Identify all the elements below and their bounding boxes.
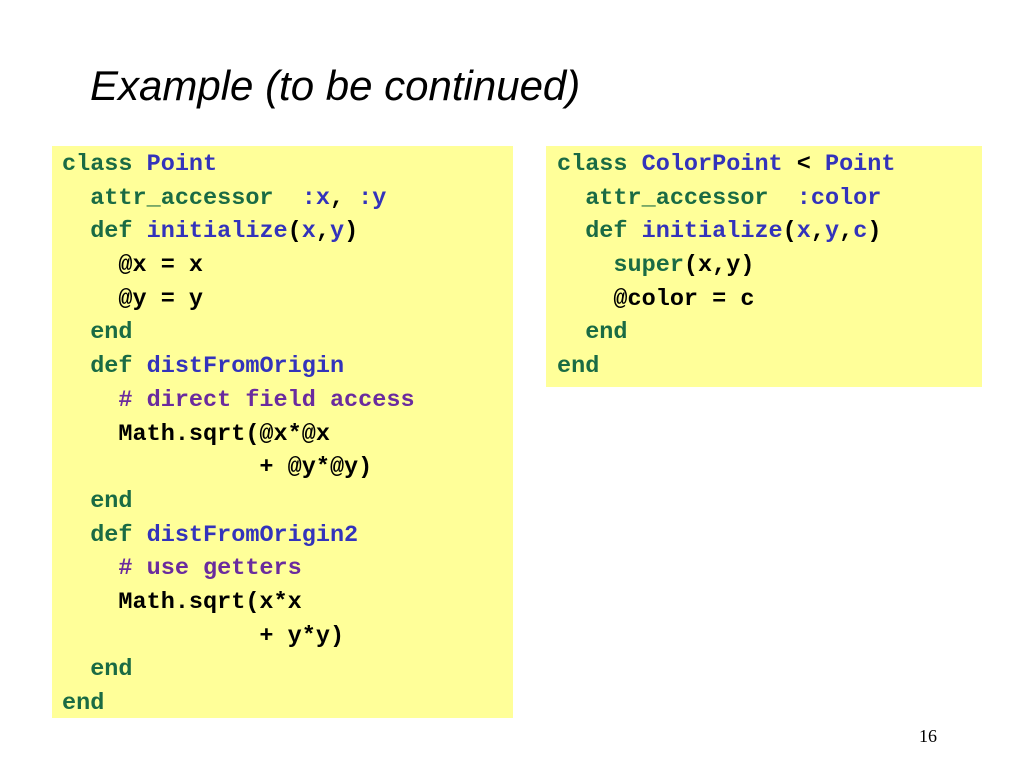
code-token-plain: @y = y xyxy=(62,285,204,313)
code-token-keyword: def xyxy=(62,521,147,549)
code-line: end xyxy=(62,316,513,350)
code-token-name: x xyxy=(301,218,316,246)
code-token-keyword: class xyxy=(62,151,147,178)
code-line: end xyxy=(62,687,513,721)
code-token-name: y xyxy=(824,218,840,246)
code-token-plain: ) xyxy=(867,218,882,246)
code-token-name: x xyxy=(796,218,811,246)
code-line: attr_accessor :color xyxy=(557,182,982,216)
code-token-name: :x xyxy=(287,184,330,212)
code-token-keyword: attr_accessor xyxy=(557,184,783,212)
code-token-keyword: end xyxy=(62,319,133,347)
code-token-keyword: end xyxy=(557,353,600,381)
code-line: Math.sqrt(x*x xyxy=(62,586,513,620)
code-token-plain: , xyxy=(315,218,330,246)
code-line: def distFromOrigin2 xyxy=(62,519,513,553)
code-token-keyword: end xyxy=(62,487,133,515)
code-line: + y*y) xyxy=(62,620,513,654)
slide-title: Example (to be continued) xyxy=(90,62,581,109)
code-token-plain: , xyxy=(839,218,854,246)
code-line: def distFromOrigin xyxy=(62,350,513,384)
code-token-plain: , xyxy=(329,184,359,212)
code-token-name: distFromOrigin2 xyxy=(146,521,359,549)
code-token-plain: ( xyxy=(782,218,797,246)
code-line: end xyxy=(557,316,982,350)
code-line: Math.sqrt(@x*@x xyxy=(62,418,513,452)
code-token-keyword: def xyxy=(62,353,147,381)
code-token-comment: # use getters xyxy=(62,555,302,583)
code-token-plain: + @y*@y) xyxy=(62,454,373,482)
code-token-plain: , xyxy=(810,218,825,246)
code-token-plain: < xyxy=(782,151,825,178)
code-token-name: :color xyxy=(782,184,882,212)
code-line: @x = x xyxy=(62,249,513,283)
code-line: end xyxy=(557,350,982,384)
code-token-plain: Math.sqrt(@x*@x xyxy=(62,420,330,448)
code-line: def initialize(x,y) xyxy=(62,215,513,249)
code-line: super(x,y) xyxy=(557,249,982,283)
code-line: end xyxy=(62,485,513,519)
code-line: + @y*@y) xyxy=(62,451,513,485)
code-token-keyword: def xyxy=(557,218,642,246)
code-token-keyword: end xyxy=(557,319,628,347)
code-token-keyword: end xyxy=(62,656,133,684)
code-token-name: ColorPoint xyxy=(641,151,783,178)
code-token-keyword: end xyxy=(62,690,105,717)
code-token-name: distFromOrigin xyxy=(146,353,345,381)
code-token-keyword: attr_accessor xyxy=(62,184,288,212)
code-line: class ColorPoint < Point xyxy=(557,148,982,182)
code-line: class Point xyxy=(62,148,513,182)
code-token-plain: @x = x xyxy=(62,252,204,280)
code-token-keyword: class xyxy=(557,151,642,178)
code-token-plain: @color = c xyxy=(557,285,755,313)
code-token-keyword: def xyxy=(62,218,147,246)
code-token-name: initialize xyxy=(641,218,783,246)
code-token-plain: Math.sqrt(x*x xyxy=(62,588,302,616)
code-token-plain: ) xyxy=(344,218,359,246)
code-line: @color = c xyxy=(557,283,982,317)
code-token-plain: (x,y) xyxy=(683,252,755,280)
code-line: # use getters xyxy=(62,552,513,586)
code-token-keyword: super xyxy=(557,252,684,280)
code-line: attr_accessor :x, :y xyxy=(62,182,513,216)
code-token-name: y xyxy=(329,218,345,246)
code-line: def initialize(x,y,c) xyxy=(557,215,982,249)
code-block-colorpoint-class: class ColorPoint < Point attr_accessor :… xyxy=(546,146,982,387)
code-token-name: c xyxy=(853,218,868,246)
code-token-plain: ( xyxy=(287,218,302,246)
code-token-name: initialize xyxy=(146,218,288,246)
code-token-name: Point xyxy=(146,151,218,178)
code-line: @y = y xyxy=(62,283,513,317)
code-token-name: Point xyxy=(824,151,896,178)
code-line: end xyxy=(62,653,513,687)
code-block-point-class: class Point attr_accessor :x, :y def ini… xyxy=(52,146,513,718)
code-line: # direct field access xyxy=(62,384,513,418)
code-token-plain: + y*y) xyxy=(62,622,345,650)
code-token-comment: # direct field access xyxy=(62,386,415,414)
code-token-name: :y xyxy=(358,184,387,212)
page-number: 16 xyxy=(919,726,937,746)
